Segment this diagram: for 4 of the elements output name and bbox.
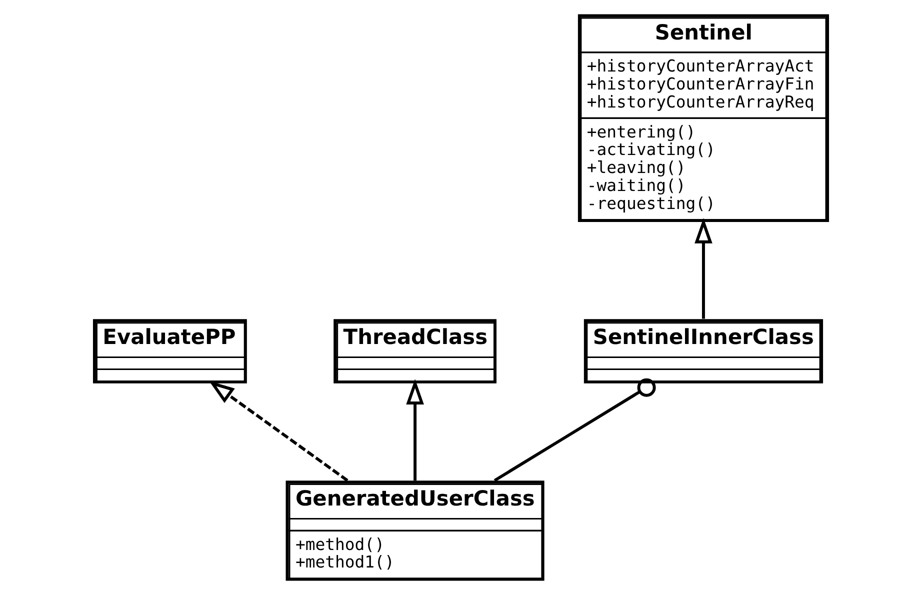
- arrow: [694, 218, 712, 319]
- arrow: [208, 380, 348, 482]
- arrow: [406, 379, 424, 480]
- connector: [493, 378, 656, 482]
